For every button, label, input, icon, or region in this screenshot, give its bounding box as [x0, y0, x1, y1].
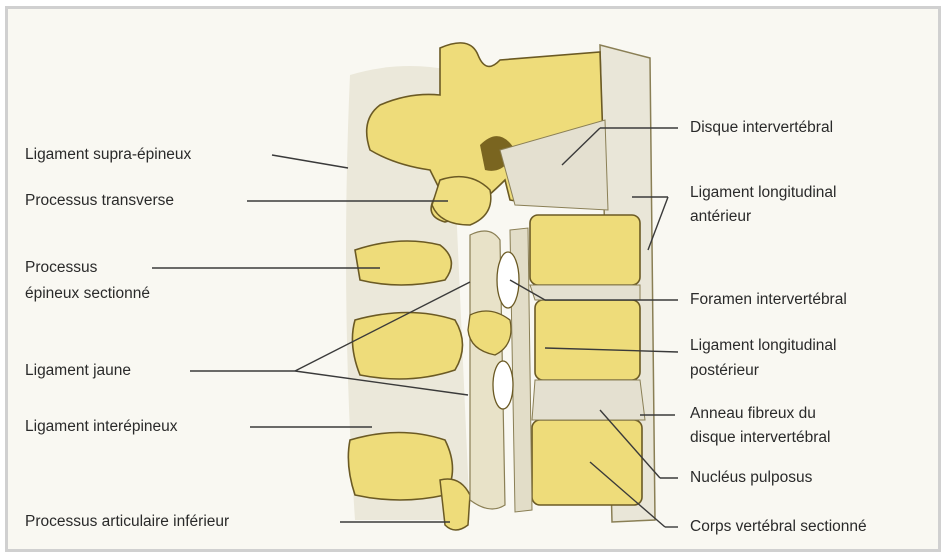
label-anneau-line1: Anneau fibreux du — [690, 403, 816, 425]
label-corps-vertebral: Corps vertébral sectionné — [690, 516, 867, 538]
foramen-lower — [493, 361, 513, 409]
label-llp-line2: postérieur — [690, 360, 759, 382]
foramen-upper — [497, 252, 519, 308]
label-processus-epineux-line2: épineux sectionné — [25, 283, 150, 305]
label-supra-epineux: Ligament supra-épineux — [25, 144, 191, 166]
label-anneau-line2: disque intervertébral — [690, 427, 830, 449]
label-processus-transverse: Processus transverse — [25, 190, 174, 212]
sectioned-vertebral-bodies — [530, 215, 642, 505]
label-processus-articulaire: Processus articulaire inférieur — [25, 511, 229, 533]
label-foramen: Foramen intervertébral — [690, 289, 847, 311]
label-disque-intervertebral: Disque intervertébral — [690, 117, 833, 139]
label-lla-line1: Ligament longitudinal — [690, 182, 837, 204]
label-ligament-jaune: Ligament jaune — [25, 360, 131, 382]
label-llp-line1: Ligament longitudinal — [690, 335, 837, 357]
label-ligament-interepineux: Ligament interépineux — [25, 416, 178, 438]
label-lla-line2: antérieur — [690, 206, 751, 228]
label-nucleus-pulposus: Nucléus pulposus — [690, 467, 812, 489]
spinous-processes — [348, 241, 462, 500]
label-processus-epineux-line1: Processus — [25, 257, 97, 279]
